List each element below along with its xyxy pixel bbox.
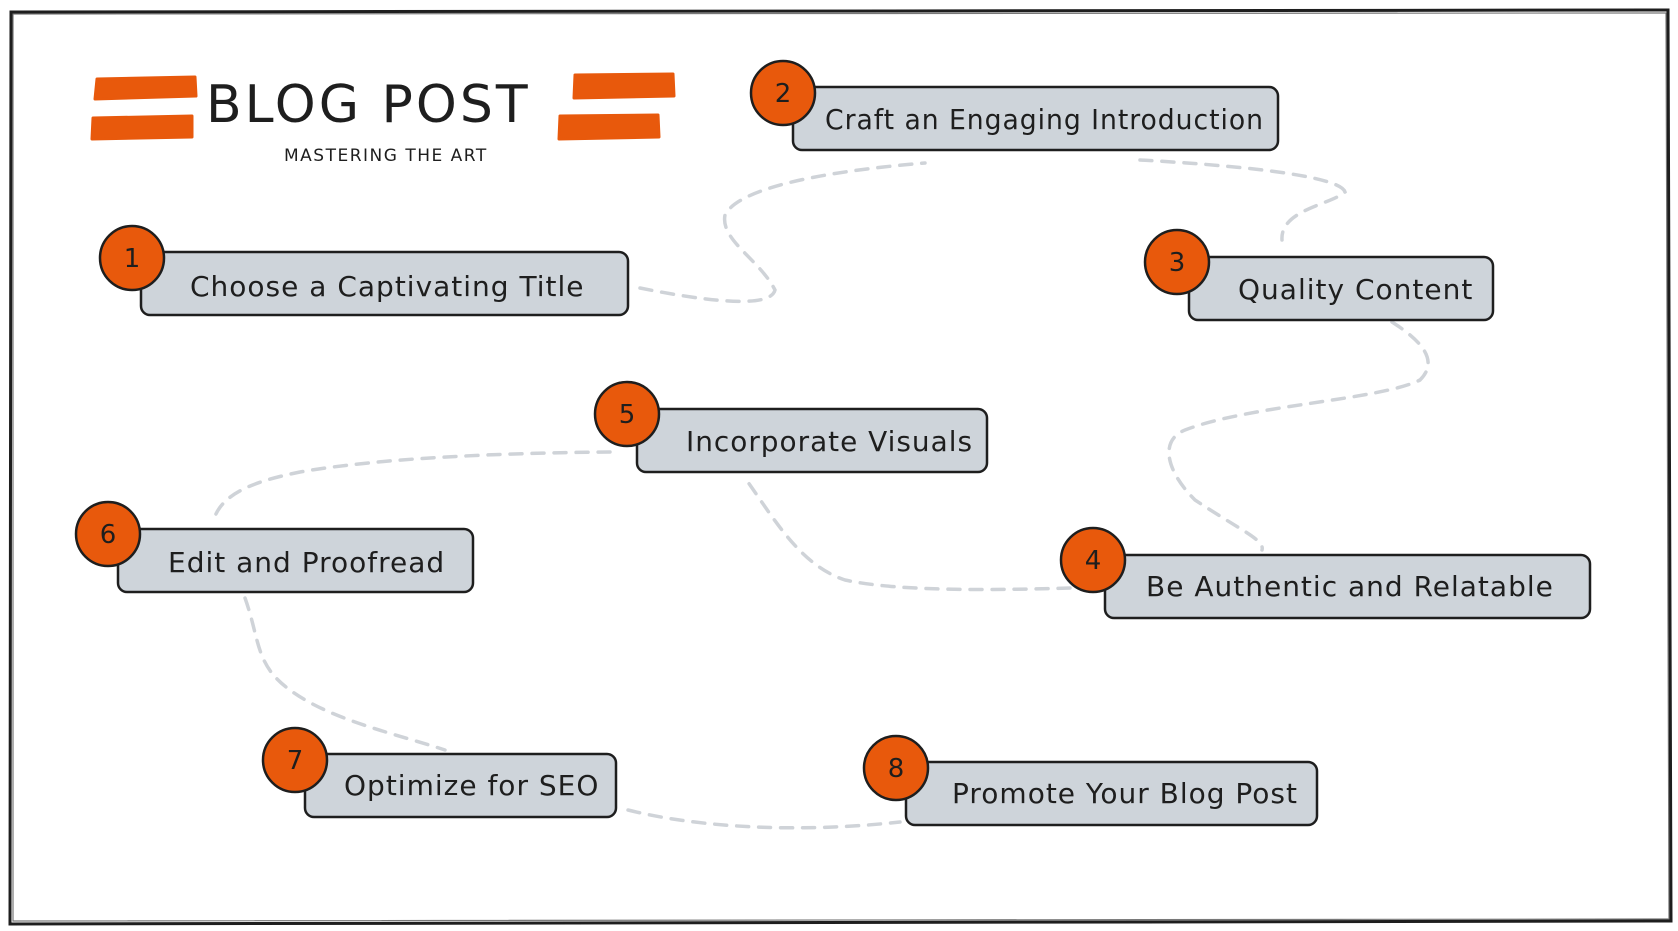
header: BLOG POST MASTERING THE ART	[90, 72, 676, 166]
step-1-badge	[98, 224, 166, 292]
step-7-badge	[261, 726, 329, 794]
step-1-label: Choose a Captivating Title	[190, 270, 584, 303]
step-3-label: Quality Content	[1238, 273, 1473, 306]
connector-1-2	[638, 161, 927, 304]
step-6-label: Edit and Proofread	[168, 546, 445, 579]
connector-7-8	[626, 808, 902, 830]
connector-4-5	[743, 476, 1072, 592]
step-3: Quality Content 3	[1143, 228, 1495, 322]
connectors	[211, 158, 1430, 830]
page-subtitle: MASTERING THE ART	[284, 146, 488, 166]
step-7-label: Optimize for SEO	[344, 769, 599, 802]
step-3-number: 3	[1169, 248, 1186, 278]
connector-2-3	[1138, 158, 1348, 242]
right-bars-decoration	[557, 72, 676, 141]
outer-frame	[8, 8, 1673, 926]
page-title: BLOG POST	[206, 75, 531, 135]
step-2-number: 2	[775, 79, 792, 109]
step-4-number: 4	[1085, 546, 1102, 576]
connector-3-4	[1167, 320, 1430, 552]
step-6-badge	[74, 500, 142, 568]
step-2-badge	[749, 59, 817, 127]
step-5-number: 5	[619, 400, 636, 430]
step-5-badge	[593, 380, 661, 448]
step-3-badge	[1143, 228, 1211, 296]
step-2: Craft an Engaging Introduction 2	[749, 59, 1280, 152]
step-6-number: 6	[100, 520, 117, 550]
connector-6-7	[243, 596, 447, 752]
step-6: Edit and Proofread 6	[74, 500, 475, 594]
step-1: Choose a Captivating Title 1	[98, 224, 630, 317]
step-8-number: 8	[888, 754, 905, 784]
left-bars-decoration	[90, 75, 198, 141]
connector-5-6	[211, 450, 612, 524]
step-4-badge	[1059, 526, 1127, 594]
step-8: Promote Your Blog Post 8	[862, 734, 1319, 827]
step-7-number: 7	[287, 746, 304, 776]
step-4: Be Authentic and Relatable 4	[1059, 526, 1592, 620]
step-1-number: 1	[124, 244, 141, 274]
step-8-badge	[862, 734, 930, 802]
step-8-label: Promote Your Blog Post	[952, 777, 1298, 810]
step-2-label: Craft an Engaging Introduction	[825, 103, 1264, 136]
step-5-label: Incorporate Visuals	[686, 425, 973, 458]
step-4-label: Be Authentic and Relatable	[1146, 570, 1554, 603]
step-5: Incorporate Visuals 5	[593, 380, 989, 474]
step-7: Optimize for SEO 7	[261, 726, 618, 819]
